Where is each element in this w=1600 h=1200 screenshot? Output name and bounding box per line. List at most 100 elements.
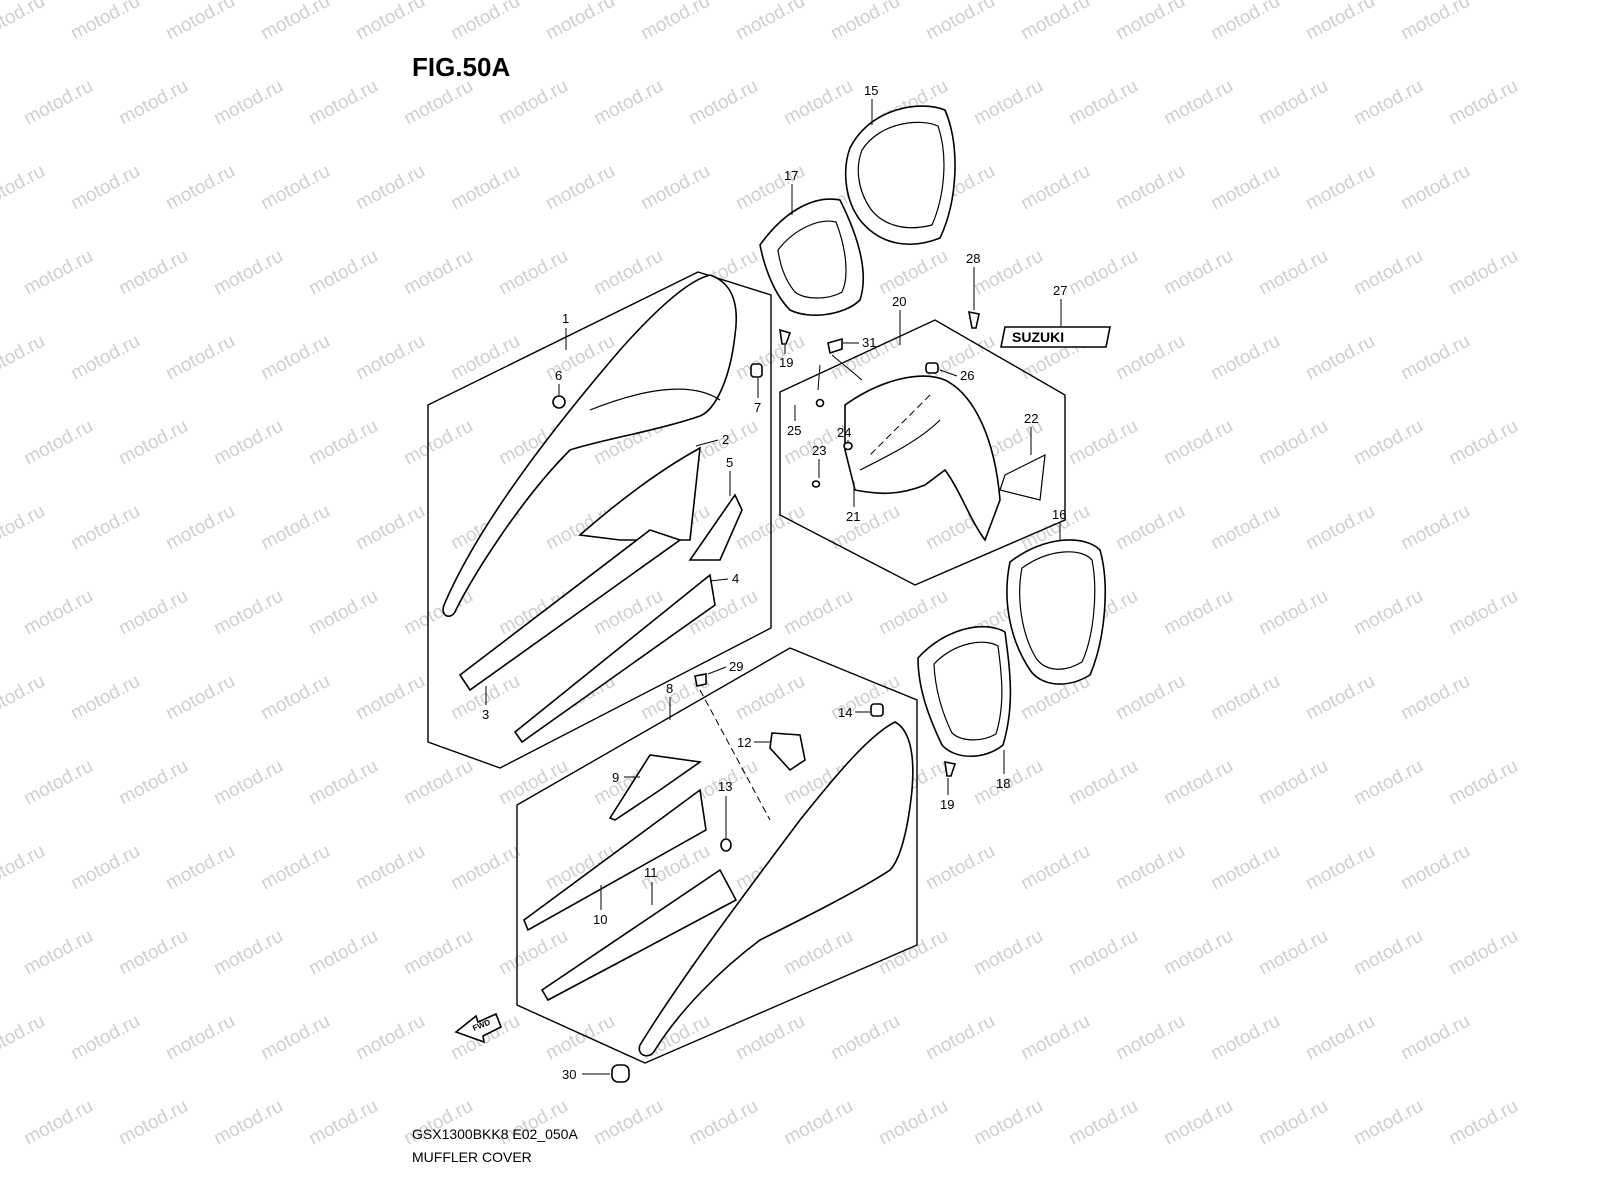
- watermark-text: motod.ru: [20, 416, 96, 470]
- part-18-housing: [917, 625, 1012, 757]
- part-29-clip: [694, 673, 707, 687]
- part-6-grommet: [552, 395, 566, 409]
- callout-20: 20: [892, 294, 906, 345]
- watermark-text: motod.ru: [210, 756, 286, 810]
- watermark-text: motod.ru: [0, 161, 49, 215]
- watermark-text: motod.ru: [495, 76, 571, 130]
- watermark-text: motod.ru: [1017, 1011, 1093, 1065]
- callout-label-25: 25: [787, 423, 801, 438]
- watermark-text: motod.ru: [922, 841, 998, 895]
- callout-label-18: 18: [996, 776, 1010, 791]
- watermark-text: motod.ru: [1255, 76, 1331, 130]
- watermark-text: motod.ru: [0, 331, 49, 385]
- watermark-text: motod.ru: [1207, 501, 1283, 555]
- callout-label-11: 11: [644, 865, 658, 880]
- callout-29: 29: [707, 659, 743, 675]
- part-1-inner-edge: [589, 388, 721, 411]
- callout-16: 16: [1052, 507, 1066, 540]
- watermark-text: motod.ru: [970, 246, 1046, 300]
- part-5-bracket: [688, 493, 743, 561]
- callout-5: 5: [726, 455, 733, 496]
- callout-4: 4: [709, 571, 739, 586]
- diagram-caption: MUFFLER COVER: [412, 1149, 532, 1165]
- watermark-text: motod.ru: [20, 926, 96, 980]
- watermark-text: motod.ru: [1207, 161, 1283, 215]
- callout-label-22: 22: [1024, 411, 1038, 426]
- watermark-text: motod.ru: [67, 501, 143, 555]
- assembly-line-a: [699, 689, 771, 821]
- watermark-text: motod.ru: [115, 586, 191, 640]
- watermark-text: motod.ru: [1302, 841, 1378, 895]
- watermark-text: motod.ru: [400, 76, 476, 130]
- callout-label-31: 31: [862, 335, 876, 350]
- watermark-text: motod.ru: [305, 926, 381, 980]
- watermark-text: motod.ru: [1255, 416, 1331, 470]
- watermark-text: motod.ru: [1017, 161, 1093, 215]
- watermark-text: motod.ru: [780, 76, 856, 130]
- watermark-text: motod.ru: [305, 586, 381, 640]
- watermark-text: motod.ru: [0, 841, 49, 895]
- part-28-bolt: [967, 310, 980, 329]
- watermark-text: motod.ru: [1350, 926, 1426, 980]
- part-11-strip: [540, 868, 738, 1002]
- part-2-panel: [578, 446, 701, 541]
- watermark-text: motod.ru: [1350, 246, 1426, 300]
- watermark-text: motod.ru: [780, 586, 856, 640]
- callout-3: 3: [482, 686, 489, 722]
- watermark-text: motod.ru: [732, 671, 808, 725]
- part-19-screw-upper: [779, 328, 792, 345]
- callout-label-28: 28: [966, 251, 980, 266]
- watermark-text: motod.ru: [922, 1011, 998, 1065]
- watermark-text: motod.ru: [1065, 246, 1141, 300]
- watermark-text: motod.ru: [352, 331, 428, 385]
- watermark-text: motod.ru: [1255, 756, 1331, 810]
- watermark-text: motod.ru: [352, 671, 428, 725]
- part-22-mesh: [999, 453, 1046, 501]
- watermark-text: motod.ru: [352, 1011, 428, 1065]
- watermark-text: motod.ru: [162, 0, 238, 44]
- watermark-text: motod.ru: [875, 1096, 951, 1150]
- frame-group-20: [779, 319, 1066, 586]
- part-31-clip: [827, 337, 843, 355]
- watermark-text: motod.ru: [875, 246, 951, 300]
- part-13-grommet: [720, 838, 732, 852]
- watermark-text: motod.ru: [1445, 1096, 1521, 1150]
- watermark-text: motod.ru: [20, 76, 96, 130]
- watermark-text: motod.ru: [400, 416, 476, 470]
- callout-label-27: 27: [1053, 283, 1067, 298]
- callout-label-7: 7: [754, 400, 761, 415]
- part-14-grommet: [870, 703, 884, 717]
- callout-31: 31: [843, 335, 876, 350]
- callout-label-8: 8: [666, 681, 673, 696]
- watermark-text: motod.ru: [542, 0, 618, 44]
- watermark-text: motod.ru: [1160, 926, 1236, 980]
- watermark-text: motod.ru: [1160, 1096, 1236, 1150]
- watermark-text: motod.ru: [400, 926, 476, 980]
- watermark-text: motod.ru: [732, 1011, 808, 1065]
- watermark-text: motod.ru: [1160, 756, 1236, 810]
- watermark-text: motod.ru: [1445, 756, 1521, 810]
- watermark-text: motod.ru: [1255, 926, 1331, 980]
- watermark-text: motod.ru: [732, 0, 808, 44]
- callout-26: 26: [939, 368, 974, 383]
- callout-label-15: 15: [864, 83, 878, 98]
- callout-6: 6: [555, 368, 562, 395]
- watermark-text: motod.ru: [1445, 926, 1521, 980]
- part-30-grommet: [611, 1064, 630, 1083]
- watermark-text: motod.ru: [115, 1096, 191, 1150]
- callout-label-6: 6: [555, 368, 562, 383]
- watermark-text: motod.ru: [827, 501, 903, 555]
- watermark-layer: motod.ru motod.ru motod.ru motod.ru motod.ru…: [0, 0, 1522, 1149]
- watermark-text: motod.ru: [115, 756, 191, 810]
- watermark-text: motod.ru: [352, 161, 428, 215]
- watermark-text: motod.ru: [1112, 331, 1188, 385]
- callout-19-lower: 19: [940, 778, 954, 812]
- watermark-text: motod.ru: [67, 331, 143, 385]
- watermark-text: motod.ru: [0, 501, 49, 555]
- callout-22: 22: [1024, 411, 1038, 455]
- watermark-text: motod.ru: [875, 586, 951, 640]
- watermark-text: motod.ru: [257, 0, 333, 44]
- watermark-text: motod.ru: [780, 1096, 856, 1150]
- watermark-text: motod.ru: [0, 0, 49, 44]
- watermark-text: motod.ru: [1397, 161, 1473, 215]
